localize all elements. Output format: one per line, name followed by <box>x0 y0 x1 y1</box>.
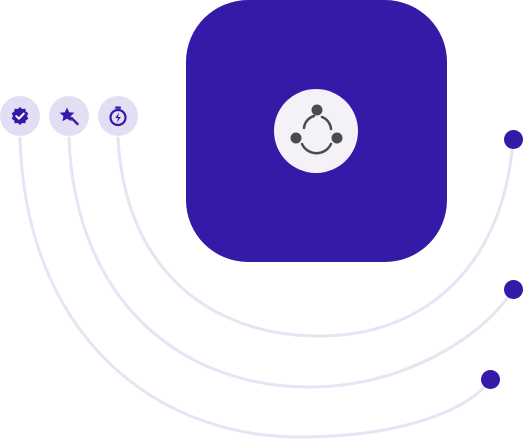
stopwatch-lightning-icon <box>109 106 127 127</box>
connector-endpoint-dot <box>481 370 500 389</box>
magic-star-badge <box>49 96 89 136</box>
connector-endpoint-dot <box>504 280 523 299</box>
connector-curve-3 <box>116 136 515 338</box>
stopwatch-badge <box>98 96 138 136</box>
verified-badge <box>0 96 40 136</box>
connector-curve-2 <box>67 136 515 389</box>
connector-curve-1 <box>18 136 492 439</box>
share-network-icon <box>274 89 358 173</box>
verified-badge-icon <box>11 107 29 125</box>
connector-endpoint-dot <box>504 130 523 149</box>
magic-star-icon <box>59 107 79 126</box>
